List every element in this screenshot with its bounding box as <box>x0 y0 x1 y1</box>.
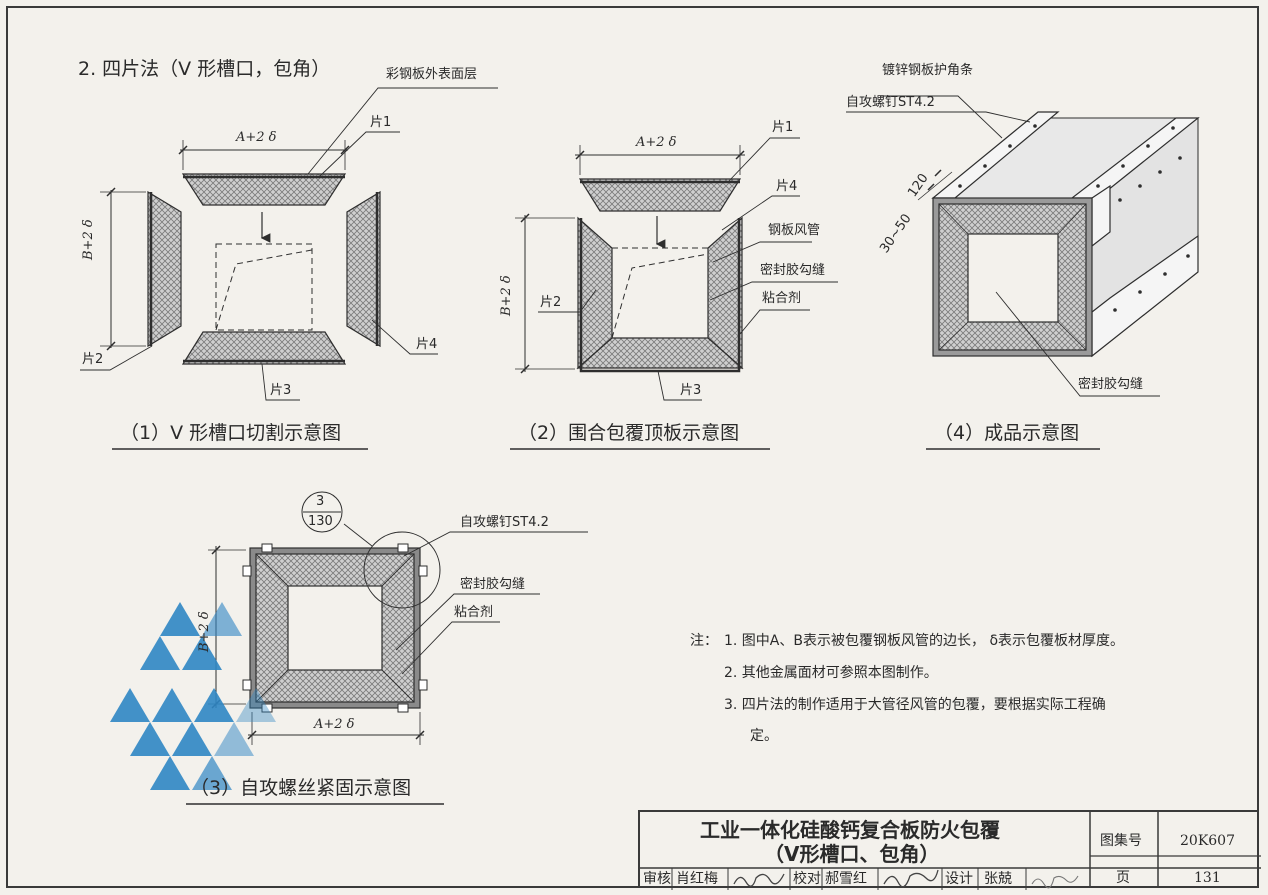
piece-bottom <box>181 331 347 365</box>
label-piece1: 片1 <box>370 115 392 130</box>
drawing-frame <box>6 6 1259 888</box>
label-adhesive-fig2: 粘合剂 <box>762 291 802 306</box>
figure-3 <box>186 491 588 805</box>
watermark-logo <box>110 602 276 790</box>
note-1: 1. 图中A、B表示被包覆钢板风管的边长， δ表示包覆板材厚度。 <box>724 633 1125 649</box>
title-block: 工业一体化硅酸钙复合板防火包覆 （V形槽口、包角） 图集号 20K607 页 1… <box>638 810 1261 890</box>
dim-a-fig1: A+2 δ <box>236 130 277 145</box>
section-title: 2. 四片法（V 形槽口，包角） <box>78 58 331 80</box>
label-piece2-fig2: 片2 <box>540 295 562 310</box>
caption-fig2: （2）围合包覆顶板示意图 <box>518 422 740 444</box>
label-sealant-fig2: 密封胶勾缝 <box>760 263 826 278</box>
design-name: 张兢 <box>984 871 1012 887</box>
dim-a-fig2: A+2 δ <box>636 135 677 150</box>
piece-right <box>346 190 381 348</box>
atlas-label: 图集号 <box>1100 833 1142 849</box>
dim-a-fig3: A+2 δ <box>314 717 355 732</box>
label-sealant-fig4: 密封胶勾缝 <box>1078 377 1144 392</box>
page-value: 131 <box>1194 870 1221 886</box>
label-corner-strip: 镀锌钢板护角条 <box>882 63 974 78</box>
note-3-cont: 定。 <box>750 728 778 744</box>
label-sealant-fig3: 密封胶勾缝 <box>460 577 526 592</box>
label-piece2: 片2 <box>82 352 104 367</box>
label-piece3: 片3 <box>270 383 292 398</box>
figure-2 <box>510 137 838 450</box>
dim-b-fig3: B+2 δ <box>197 611 212 652</box>
check-label: 校对 <box>793 871 821 887</box>
piece-top <box>578 178 742 212</box>
caption-fig3: （3）自攻螺丝紧固示意图 <box>190 777 412 799</box>
check-name: 郝雪红 <box>825 871 867 887</box>
title-line-1: 工业一体化硅酸钙复合板防火包覆 <box>700 818 1000 842</box>
figure-4 <box>846 95 1200 450</box>
note-3: 3. 四片法的制作适用于大管径风管的包覆，要根据实际工程确 <box>724 697 1106 713</box>
figure-1 <box>80 87 498 450</box>
detail-number: 3 <box>316 494 325 509</box>
caption-fig1: （1）V 形槽口切割示意图 <box>120 422 342 444</box>
label-outer-layer: 彩钢板外表面层 <box>386 67 478 82</box>
label-piece4-fig2: 片4 <box>776 179 798 194</box>
page-label: 页 <box>1116 870 1130 886</box>
atlas-value: 20K607 <box>1180 833 1235 849</box>
label-screw-fig4: 自攻螺钉ST4.2 <box>846 95 935 110</box>
note-2: 2. 其他金属面材可参照本图制作。 <box>724 665 938 681</box>
dim-b-fig2: B+2 δ <box>499 275 514 316</box>
design-label: 设计 <box>945 871 973 887</box>
dim-b-fig1: B+2 δ <box>81 219 96 260</box>
notes-prefix: 注： <box>690 633 718 649</box>
review-label: 审核 <box>643 871 671 887</box>
label-adhesive-fig3: 粘合剂 <box>454 605 494 620</box>
label-duct: 钢板风管 <box>768 223 821 238</box>
label-piece4: 片4 <box>416 337 438 352</box>
piece-top <box>181 173 347 206</box>
label-piece1-fig2: 片1 <box>772 120 794 135</box>
title-line-2: （V形槽口、包角） <box>764 842 940 866</box>
detail-page: 130 <box>308 514 333 529</box>
caption-fig4: （4）成品示意图 <box>934 422 1080 444</box>
review-name: 肖红梅 <box>676 871 718 887</box>
label-piece3-fig2: 片3 <box>680 383 702 398</box>
title-block-grid <box>640 812 1261 890</box>
label-screw-fig3: 自攻螺钉ST4.2 <box>460 515 549 530</box>
detail-circle <box>363 531 441 609</box>
piece-left <box>147 190 182 348</box>
